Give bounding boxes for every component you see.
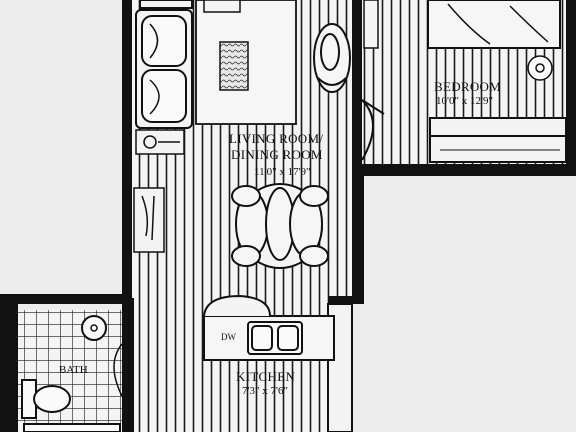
side-table-icon [135, 129, 185, 155]
hallway-area [364, 176, 576, 432]
bookshelf-icon [133, 187, 165, 253]
sofa-icon [135, 9, 193, 129]
bed-icon [427, 0, 561, 49]
bedroom-label: BEDROOM [434, 79, 502, 94]
coffee-table-icon [219, 41, 249, 91]
dishwasher-label: DW [221, 332, 236, 342]
kitchen-sink-icon [247, 321, 303, 355]
armchair-icon [313, 23, 351, 93]
living-room-dimensions: 11'0" x 17'9" [254, 166, 311, 178]
bath-sink-icon [81, 315, 107, 341]
kitchen-dimensions: 7'3" x 7'6" [242, 385, 288, 397]
dining-room-label: DINING ROOM [231, 147, 323, 162]
living-room-label: LIVING ROOM/ [229, 131, 324, 146]
bedroom-dimensions: 10'0" x 12'9" [436, 95, 493, 107]
bath-door [113, 343, 123, 397]
toilet-icon [21, 379, 71, 419]
plant-icon [527, 55, 553, 81]
kitchen-label: KITCHEN [236, 369, 296, 384]
sofa-back-top [139, 0, 193, 9]
dining-table-icon [231, 183, 329, 269]
kitchen-wall-right [327, 303, 353, 432]
closet-icon [429, 117, 567, 163]
nightstand-icon [363, 0, 379, 49]
bathtub-icon [23, 423, 121, 432]
bedroom-door [361, 99, 385, 161]
bath-label: BATH [59, 364, 88, 376]
